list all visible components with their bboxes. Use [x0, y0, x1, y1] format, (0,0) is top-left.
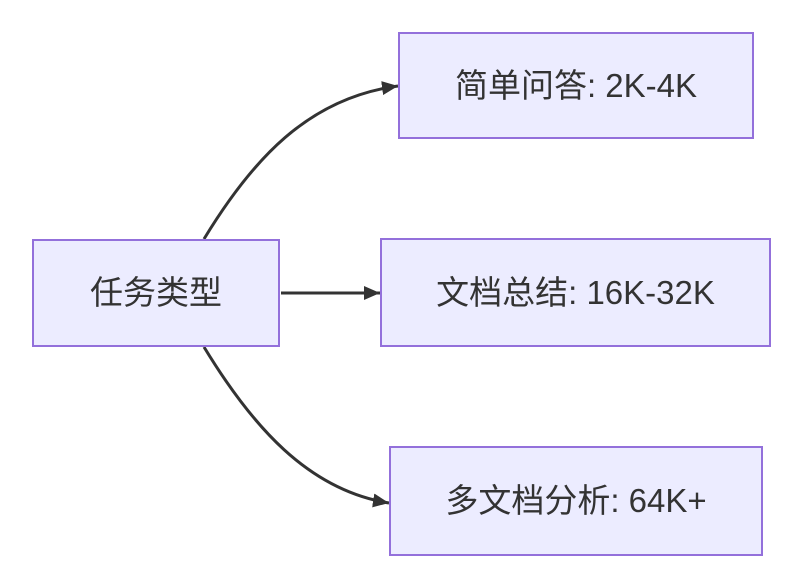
node-task-type: 任务类型: [32, 239, 280, 347]
node-simple-qa: 简单问答: 2K-4K: [398, 32, 754, 139]
node-doc-summary: 文档总结: 16K-32K: [380, 238, 771, 347]
node-doc-summary-label: 文档总结: 16K-32K: [436, 273, 715, 311]
node-multi-doc-analysis-label: 多文档分析: 64K+: [445, 482, 707, 520]
edge-root-to-multi-doc: [202, 346, 390, 508]
node-multi-doc-analysis: 多文档分析: 64K+: [389, 446, 763, 556]
node-task-type-label: 任务类型: [90, 274, 222, 312]
edge-root-to-simple-qa: [202, 81, 399, 240]
node-simple-qa-label: 简单问答: 2K-4K: [454, 66, 698, 104]
